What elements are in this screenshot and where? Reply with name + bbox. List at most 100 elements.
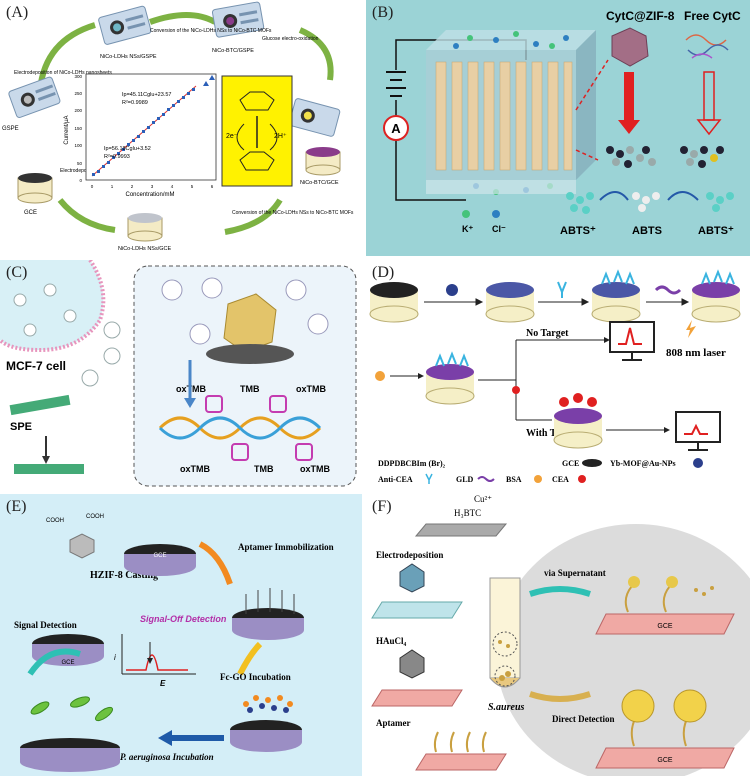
curved-arrow-left xyxy=(599,191,629,201)
r2-1: R²=0.9989 xyxy=(122,100,148,106)
aptamer-immobilization-label: Aptamer Immobilization xyxy=(238,542,334,552)
gce-disk-top: GCE xyxy=(124,544,196,576)
zif8-crystal xyxy=(611,27,649,67)
electrode-step-2 xyxy=(485,282,535,323)
legend-cea: CEA xyxy=(552,475,569,484)
xtick: 0 xyxy=(91,184,94,189)
au-coated-crystal xyxy=(399,649,425,679)
ytick: 100 xyxy=(74,143,82,148)
xtick: 4 xyxy=(171,184,174,189)
gce-surface-bottom: GCE xyxy=(595,689,735,769)
dashed-red-arrow xyxy=(575,59,609,111)
abts-cluster-right xyxy=(706,192,734,212)
panel-d: (D) No Targ xyxy=(366,260,750,490)
data-points xyxy=(92,75,215,176)
label-glucose-oxidation: Glucose electro-oxidation xyxy=(262,36,319,42)
panel-b-diagram: A CytC@ZIF-8 Free CytC xyxy=(383,9,741,237)
label-conversion-top: Conversion of the NiCo-LDHs NSs to NiCo-… xyxy=(150,28,272,34)
axis-i: i xyxy=(114,653,116,662)
panel-e: (E) COOH COOH HZIF-8 Casting GCE GCE Apt… xyxy=(0,494,362,776)
laser-label: 808 nm laser xyxy=(666,347,726,359)
green-arrow-bottom-right xyxy=(224,198,283,235)
gold-arrow-bottom xyxy=(529,691,591,702)
cooh-label: COOH xyxy=(46,518,64,524)
mcf7-cell-label: MCF-7 cell xyxy=(6,359,66,373)
label-nico-btc-gce: NiCo-BTC/GCE xyxy=(300,180,339,186)
green-arrow-top xyxy=(149,12,217,25)
hzif8-particle: COOH COOH xyxy=(46,514,104,559)
gce-label: GCE xyxy=(61,660,74,666)
abts-mid: ABTS xyxy=(632,225,662,237)
dna-helix xyxy=(158,416,322,440)
curved-arrow-right xyxy=(667,191,699,201)
xtick: 3 xyxy=(151,184,154,189)
g-quadruplex-units xyxy=(205,395,313,461)
gold-nanocrystal xyxy=(223,293,277,353)
tmb-label: TMB xyxy=(254,464,274,474)
label-nico-ldh-gspe: NiCo-LDHs NSs/GSPE xyxy=(100,54,157,60)
panel-f: (F) Cu²⁺ H₃BTC Electrodeposition HAuCl₄ … xyxy=(366,494,750,776)
panel-e-label: (E) xyxy=(6,498,27,515)
gce-cylinder xyxy=(17,173,53,204)
saureus-bacterium xyxy=(621,689,655,723)
cl-minus-legend: Cl⁻ xyxy=(492,224,506,234)
reaction-electrons: 2e⁻ xyxy=(226,133,238,140)
ammeter-icon xyxy=(383,115,409,141)
cu-ion-label: Cu²⁺ xyxy=(474,494,492,504)
panel-e-diagram: COOH COOH HZIF-8 Casting GCE GCE Aptamer… xyxy=(14,514,334,772)
r2-2: R²=0.9993 xyxy=(104,154,130,160)
gce-plate-3 xyxy=(371,689,463,707)
teal-arrow-top xyxy=(529,586,591,597)
electrode-step-3 xyxy=(591,269,641,323)
legend-yb-mof: Yb-MOF@Au-NPs xyxy=(610,459,676,468)
gce-plate-2 xyxy=(371,601,463,619)
yellow-arrow xyxy=(237,641,263,676)
panel-c-label: (C) xyxy=(6,264,28,281)
cooh-label: COOH xyxy=(86,514,104,520)
legend-anti-cea: Anti-CEA xyxy=(378,475,413,484)
axis-e: E xyxy=(160,679,166,688)
fc-go-label: Fc-GO Incubation xyxy=(220,672,291,682)
panel-b: (B) A CytC@ZIF-8 Free CytC xyxy=(366,0,750,256)
label-gspe: GSPE xyxy=(2,126,19,132)
k-plus-legend: K⁺ xyxy=(462,224,473,234)
particle-cluster-right xyxy=(680,146,724,168)
nico-btc-gspe-electrode xyxy=(211,1,265,38)
gce-label: GCE xyxy=(657,757,673,764)
gspe-electrode xyxy=(8,76,61,118)
free-cytc-title: Free CytC xyxy=(684,9,741,23)
gce-disk-fcgo xyxy=(230,695,302,752)
green-arrow-right xyxy=(298,27,334,81)
outline-arrow-free xyxy=(703,71,715,121)
tmb-label: oxTMB xyxy=(296,384,326,394)
ytick: 50 xyxy=(77,161,83,166)
electrode-with-target xyxy=(553,393,603,449)
via-supernatant-label: via Supernatant xyxy=(544,568,606,578)
gce-disk-bacteria xyxy=(20,696,120,772)
panel-d-diagram: No Target With Target 808 nm laser DDPDB… xyxy=(369,269,741,484)
particle-cluster-left xyxy=(606,146,656,168)
plot-ylabel: Current/μA xyxy=(64,115,70,144)
gce-plate-4 xyxy=(415,731,507,771)
direct-detection-label: Direct Detection xyxy=(552,714,615,724)
signal-detection-label: Signal Detection xyxy=(14,620,77,630)
nico-ldh-gce-cylinder xyxy=(127,213,163,242)
electrodeposition-label: Electrodeposition xyxy=(376,550,443,560)
spe-strip-top xyxy=(9,394,71,416)
tmb-label: oxTMB xyxy=(300,464,330,474)
glucose-reaction-box: 2e⁻ 2H⁺ xyxy=(221,75,293,187)
spe-label: SPE xyxy=(10,421,32,433)
electrode-step-4 xyxy=(691,269,741,323)
laser-icon xyxy=(686,320,696,338)
glucose-oxidation-electrode xyxy=(288,98,341,137)
test-tube xyxy=(489,577,521,688)
ytick: 250 xyxy=(74,91,82,96)
with-target-label: With Target xyxy=(526,428,578,439)
saureus-bacterium xyxy=(673,689,707,723)
aptamer-label: Aptamer xyxy=(376,718,411,728)
label-gce: GCE xyxy=(24,210,37,216)
gce-plate-1 xyxy=(414,523,508,537)
hzif8-casting-label: HZIF-8 Casting xyxy=(90,570,158,581)
no-target-label: No Target xyxy=(526,328,569,339)
gce-label: GCE xyxy=(657,623,673,630)
